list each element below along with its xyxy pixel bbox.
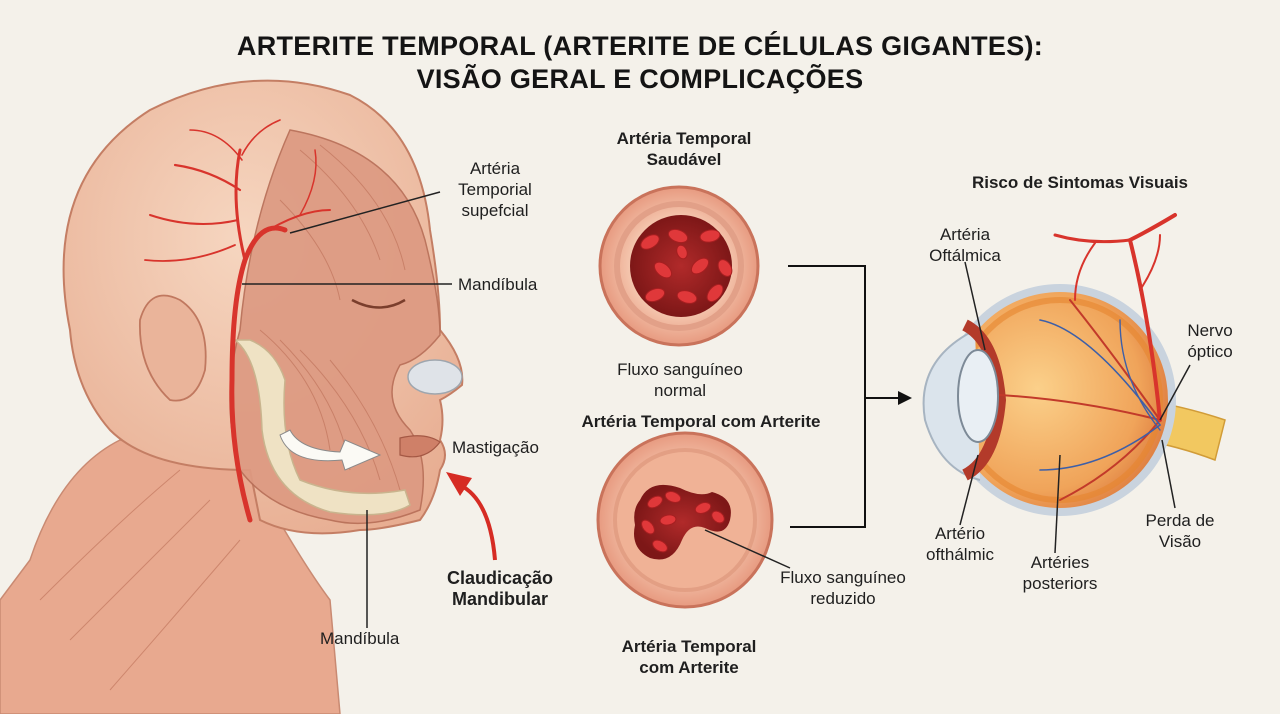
label-vision-loss-l2: Visão (1158, 532, 1202, 551)
label-temporal-artery: Artéria Temporial supefcial (440, 158, 550, 221)
caption-arteritis-artery: Artéria Temporal com Arterite (584, 636, 794, 678)
label-optic-nerve-l1: Nervo (1187, 321, 1233, 340)
healthy-artery-section (598, 185, 760, 347)
temporal-artery (144, 119, 331, 523)
eye-illustration (922, 213, 1226, 554)
red-blood-cells-arteritis (641, 491, 725, 553)
connector-arrowhead (898, 391, 912, 405)
page-title-line1: ARTERITE TEMPORAL (ARTERITE DE CÉLULAS G… (236, 31, 1044, 61)
head-leader-lines (242, 191, 452, 628)
heading-healthy-artery: Artéria Temporal Saudável (584, 128, 784, 170)
claudication-arrowhead (446, 472, 472, 496)
mandible-bone (232, 339, 411, 516)
heading-healthy-artery-l1: Artéria Temporal (616, 129, 752, 148)
label-chewing: Mastigação (452, 438, 539, 457)
label-ophthalmic-lower-l2: ofthálmic (925, 545, 995, 564)
label-normal-flow-l1: Fluxo sanguíneo (617, 360, 743, 379)
label-jaw-claudication-l2: Mandibular (451, 589, 548, 609)
label-temporal-artery-l3: supefcial (461, 201, 529, 220)
head-illustration (0, 79, 497, 714)
ear (139, 294, 207, 402)
label-posterior-arteries-l1: Artéries (1030, 553, 1090, 572)
label-reduced-flow: Fluxo sanguíneo reduzido (768, 567, 918, 609)
closed-eye (351, 298, 406, 309)
heading-healthy-artery-l2: Saudável (646, 150, 722, 169)
red-blood-cells-healthy (640, 228, 733, 304)
lens (957, 349, 999, 443)
label-vision-loss-l1: Perda de (1145, 511, 1215, 530)
nose-cartilage (407, 359, 463, 395)
label-vision-loss: Perda de Visão (1125, 510, 1235, 552)
label-posterior-arteries-l2: posteriors (1022, 574, 1098, 593)
connector-bracket (788, 265, 900, 528)
caption-arteritis-artery-l2: com Arterite (639, 658, 739, 677)
page-title-line2: VISÃO GERAL E COMPLICAÇÕES (416, 64, 864, 94)
label-reduced-flow-l1: Fluxo sanguíneo (780, 568, 906, 587)
label-normal-flow-l2: normal (654, 381, 706, 400)
reduced-flow-leader (704, 529, 791, 569)
label-temporal-artery-l1: Artéria (469, 159, 521, 178)
label-ophthalmic-artery-l2: Oftálmica (929, 246, 1001, 265)
label-temporal-artery-l2: Temporial (458, 180, 532, 199)
label-ophthalmic-lower: Artério ofthálmic (905, 523, 1015, 565)
label-reduced-flow-l2: reduzido (810, 589, 876, 608)
eye-leader-lines (959, 261, 1191, 554)
iris (961, 319, 1007, 481)
label-jaw-claudication-l1: Claudicação (446, 568, 554, 588)
label-ophthalmic-artery: Artéria Oftálmica (905, 224, 1025, 266)
arteritis-artery-section (596, 431, 791, 609)
claudication-arrow (459, 483, 497, 561)
label-optic-nerve-l2: óptico (1187, 342, 1233, 361)
label-jaw-claudication: Claudicação Mandibular (425, 568, 575, 610)
ophthalmic-artery-branches (1053, 213, 1177, 422)
label-ophthalmic-lower-l1: Artério (934, 524, 986, 543)
label-mandible-bottom: Mandíbula (320, 629, 400, 648)
chewing-arrow (279, 429, 382, 471)
retinal-vessels (999, 299, 1161, 501)
label-posterior-arteries: Artéries posteriors (1000, 552, 1120, 594)
label-normal-flow: Fluxo sanguíneo normal (600, 359, 760, 401)
lips (399, 435, 441, 458)
label-optic-nerve: Nervo óptico (1160, 320, 1260, 362)
label-ophthalmic-artery-l1: Artéria (939, 225, 991, 244)
heading-arteritis-artery: Artéria Temporal com Arterite (581, 412, 821, 431)
caption-arteritis-artery-l1: Artéria Temporal (621, 637, 757, 656)
heading-visual-symptoms: Risco de Sintomas Visuais (971, 173, 1189, 192)
label-mandible-top: Mandíbula (458, 275, 538, 294)
